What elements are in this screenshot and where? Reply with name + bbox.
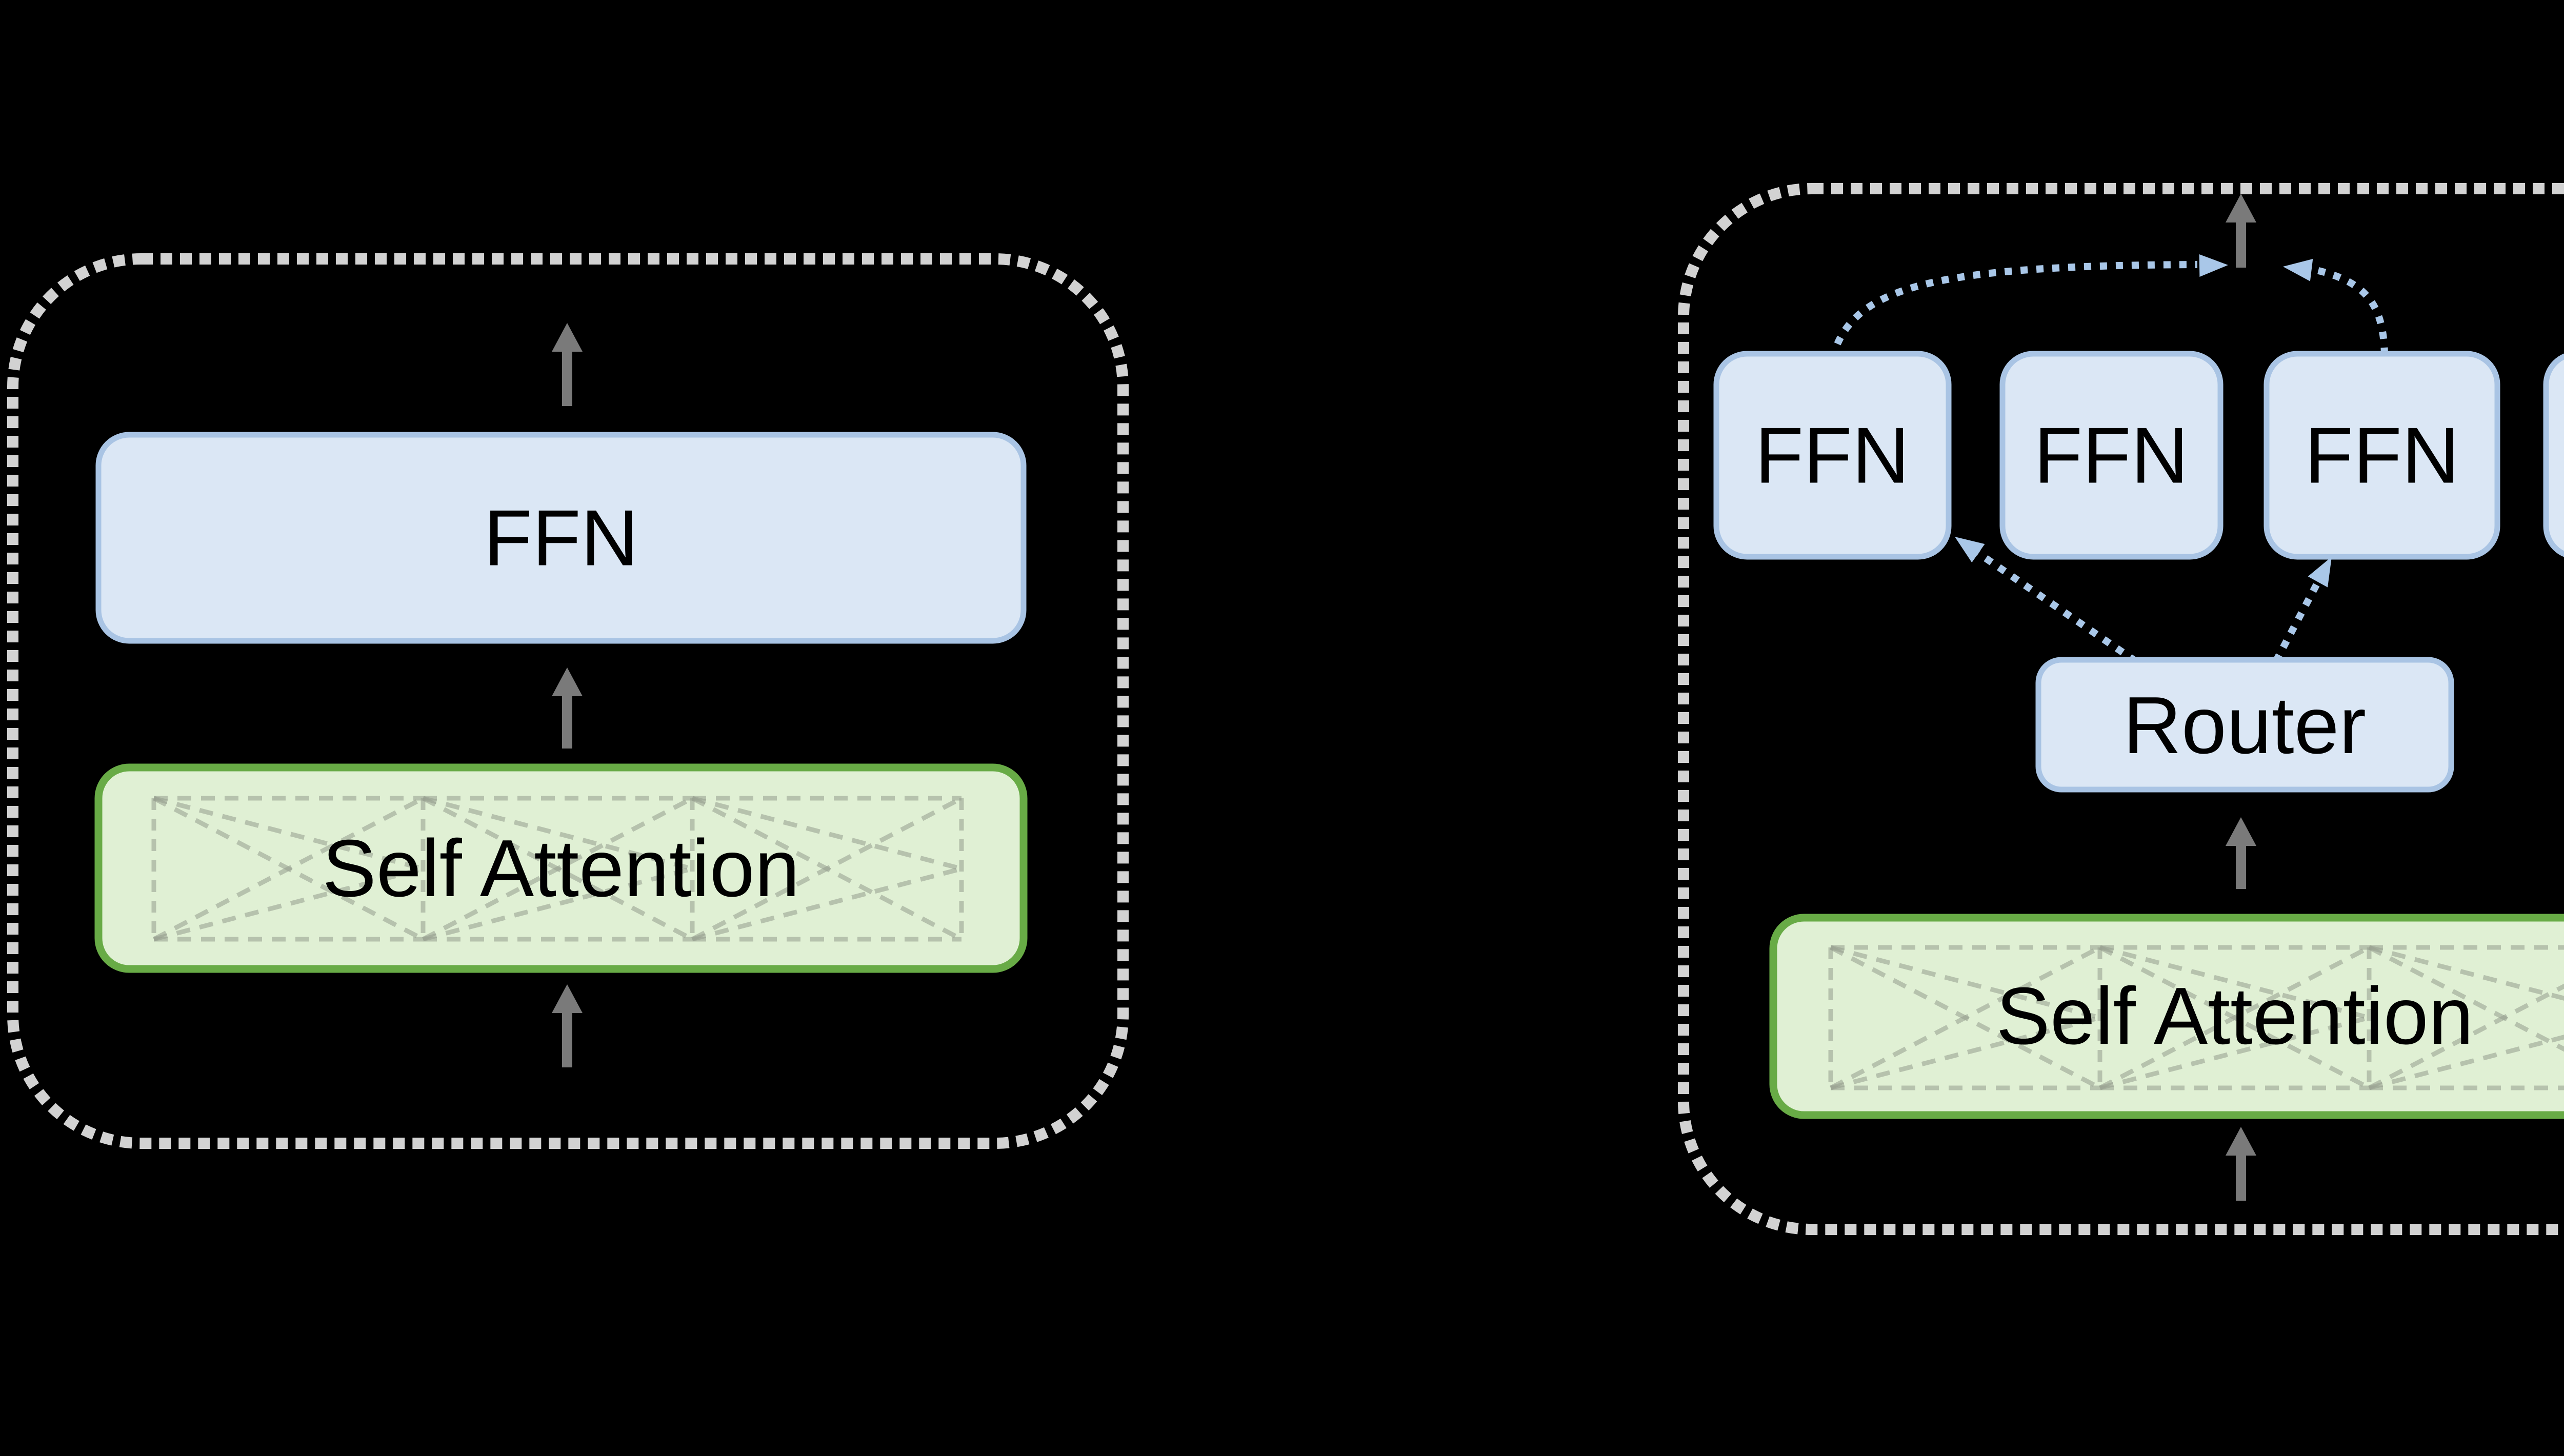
- attention-pattern: [151, 796, 964, 942]
- arrowhead-icon: [2283, 258, 2313, 281]
- arrowhead-icon: [2199, 254, 2228, 277]
- router-label: Router: [2123, 680, 2366, 771]
- up-arrow-icon: [2226, 194, 2256, 268]
- expert1-to-output-dotted-arrow: [1829, 261, 2198, 360]
- dense-block: FFN Self Attention: [7, 253, 1129, 1149]
- ffn-label: FFN: [484, 494, 638, 582]
- dense-block-dashed-border: [7, 253, 1129, 1149]
- expert-ffn-label-2: FFN: [2034, 411, 2188, 500]
- expert-ffn-box-2: [1999, 351, 2224, 560]
- up-arrow-icon: [2226, 1127, 2256, 1201]
- arrowhead-icon: [2308, 557, 2332, 588]
- up-arrow-icon: [552, 323, 583, 406]
- expert-ffn-box-4: [2543, 353, 2564, 557]
- expert-ffn-label-3: FFN: [2305, 411, 2459, 500]
- arrowhead-icon: [1955, 537, 1985, 563]
- self-attention-label: Self Attention: [1996, 971, 2473, 1061]
- up-arrow-icon: [552, 668, 583, 749]
- up-arrow-icon: [552, 984, 583, 1067]
- self-attention-box: [1769, 914, 2564, 1119]
- attention-pattern: [1828, 945, 2564, 1090]
- moe-block-dashed-border: [1678, 183, 2564, 1235]
- expert-ffn-box-3: [2263, 351, 2500, 560]
- ffn-box: [95, 432, 1027, 644]
- router-to-expert1-dotted-arrow: [1976, 550, 2138, 664]
- expert-ffn-label-1: FFN: [1755, 411, 1909, 500]
- expert3-to-output-dotted-arrow: [2311, 266, 2388, 355]
- self-attention-label: Self Attention: [322, 823, 799, 914]
- router-box: [2035, 657, 2454, 793]
- expert-ffn-box-1: [1713, 351, 1952, 560]
- up-arrow-icon: [2226, 817, 2256, 889]
- moe-block: FFN FFN FFN FFN Router Self Attention: [1678, 183, 2564, 1235]
- router-to-expert3-dotted-arrow: [2272, 576, 2323, 663]
